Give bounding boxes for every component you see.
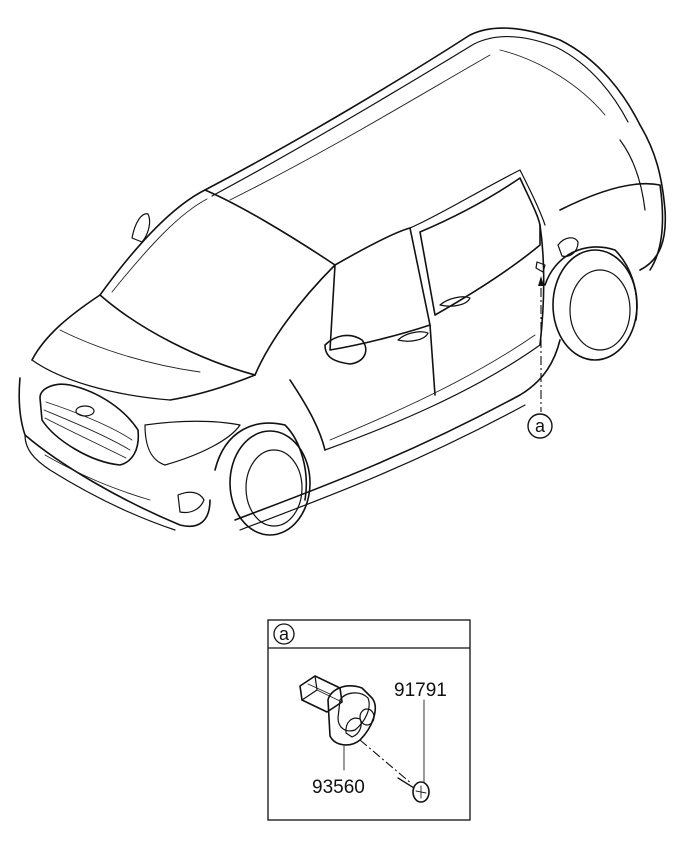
detail-title-circle <box>273 623 295 645</box>
vehicle-illustration <box>18 27 667 536</box>
screw-axis-line <box>359 739 413 785</box>
callout-a-label: a <box>535 416 546 436</box>
detail-title: a <box>279 624 290 644</box>
door-switch-part <box>299 675 376 746</box>
part-number-91791: 91791 <box>394 680 447 701</box>
part-number-93560: 93560 <box>312 777 365 798</box>
callout-a[interactable]: a <box>527 413 553 439</box>
detail-box: a 91791 93560 <box>267 619 471 821</box>
screw-part <box>397 777 430 803</box>
